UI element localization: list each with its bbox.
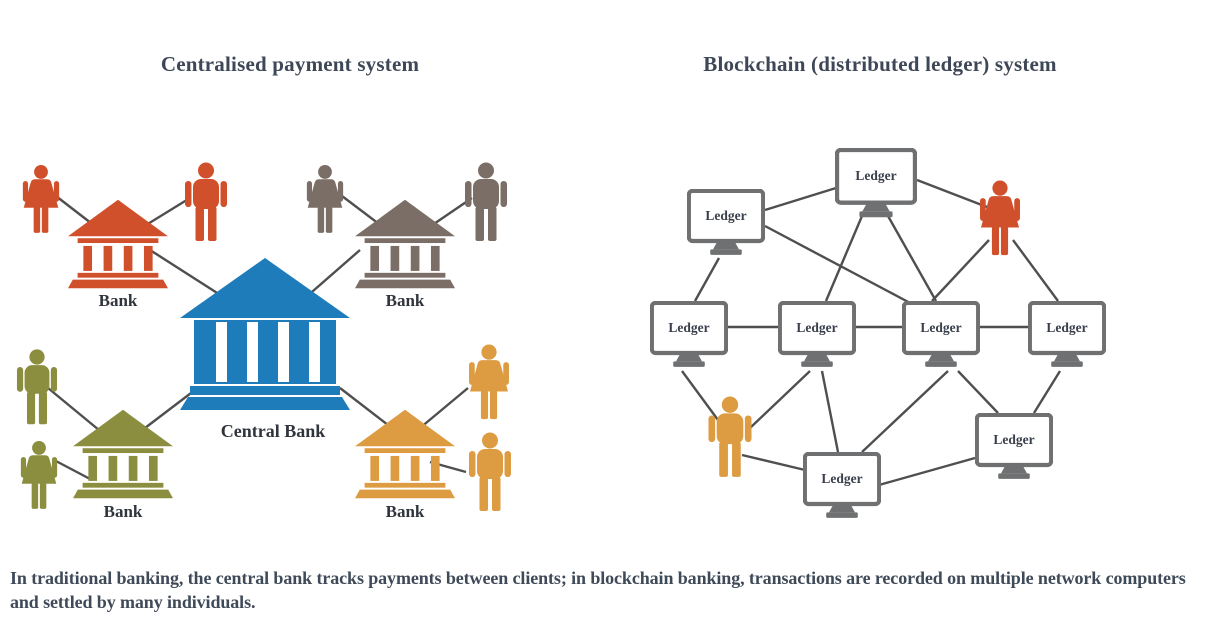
bank-top-left-group: Bank: [22, 162, 227, 310]
ledger-label: Ledger: [821, 471, 862, 486]
connection-line: [931, 239, 990, 302]
ledger-mid-3: Ledger: [904, 303, 978, 367]
connection-line: [149, 248, 226, 300]
ledger-monitor-icon: [837, 150, 915, 217]
person-man-icon: [469, 432, 511, 511]
connection-line: [144, 389, 196, 429]
bank-top-right-group: Bank: [306, 162, 507, 310]
connection-line: [861, 370, 949, 453]
ledger-bottom-right: Ledger: [977, 415, 1051, 479]
ledger-top-left: Ledger: [689, 191, 763, 255]
person-woman-icon: [306, 165, 344, 233]
person-man-icon: [16, 349, 58, 425]
connection-line: [339, 387, 389, 426]
ledger-mid-2: Ledger: [780, 303, 854, 367]
connection-line: [957, 370, 999, 414]
ledger-label: Ledger: [1046, 320, 1087, 335]
bank-bottom-left-group: Bank: [16, 349, 173, 521]
connection-line: [693, 257, 721, 302]
connection-line: [304, 249, 361, 299]
connection-line: [749, 370, 811, 429]
ledger-bottom-center: Ledger: [805, 454, 879, 518]
person-woman-icon: [22, 165, 60, 233]
ledger-label: Ledger: [855, 168, 896, 183]
ledger-label: Ledger: [705, 208, 746, 223]
person-man-icon: [465, 162, 507, 241]
central-bank-label: Central Bank: [221, 421, 326, 441]
connection-line: [764, 224, 913, 306]
bank-icon: [73, 409, 173, 499]
person-woman-icon: [20, 441, 58, 509]
figure-caption: In traditional banking, the central bank…: [10, 568, 1186, 612]
ledger-label: Ledger: [668, 320, 709, 335]
connection-line: [1032, 370, 1062, 414]
right-panel-title: Blockchain (distributed ledger) system: [703, 52, 1057, 76]
bank-icon: [68, 199, 168, 289]
diagram-canvas: Central Bank Bank Bank Bank Bank: [16, 0, 1210, 521]
bank-bottom-right-group: Bank: [355, 344, 511, 521]
connection-line: [764, 186, 837, 212]
ledger-mid-4: Ledger: [1030, 303, 1104, 367]
person-woman-icon: [469, 344, 509, 420]
connection-line: [1012, 239, 1059, 302]
ledger-label: Ledger: [993, 432, 1034, 447]
connection-line: [53, 458, 93, 482]
bank-icon: [355, 409, 455, 499]
bank-icon: [355, 199, 455, 289]
ledger-label: Ledger: [920, 320, 961, 335]
connection-line: [681, 370, 719, 421]
left-connections: [47, 192, 473, 482]
bank-label: Bank: [386, 502, 425, 521]
left-panel-title: Centralised payment system: [160, 52, 420, 76]
connection-line: [820, 370, 840, 453]
person-man-icon: [185, 162, 227, 241]
bank-label: Bank: [386, 291, 425, 310]
connection-line: [47, 387, 106, 436]
ledger-label: Ledger: [796, 320, 837, 335]
connection-line: [886, 215, 938, 302]
ledger-mid-1: Ledger: [652, 303, 726, 367]
person-man-icon: [708, 396, 752, 477]
ledger-top-center: Ledger: [837, 150, 915, 217]
connection-line: [824, 215, 864, 302]
connection-line: [741, 453, 806, 472]
bank-label: Bank: [99, 291, 138, 310]
connection-line: [878, 456, 976, 487]
central-bank: Central Bank: [180, 258, 350, 441]
connection-line: [916, 178, 988, 209]
right-connections: [681, 178, 1062, 487]
connection-line: [419, 387, 469, 429]
bank-label: Bank: [104, 502, 143, 521]
